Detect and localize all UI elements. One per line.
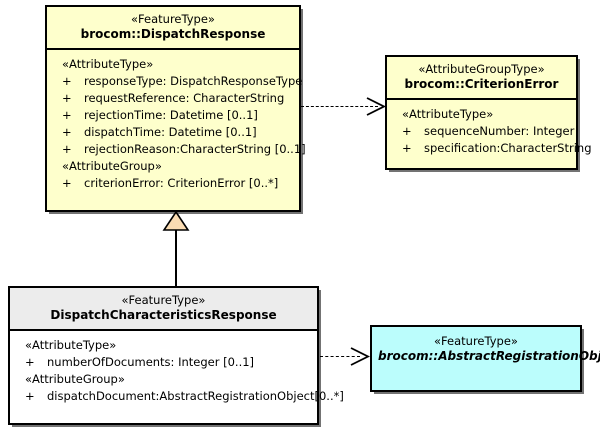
attribute-visibility: +	[25, 355, 35, 369]
attribute-visibility: +	[25, 389, 35, 403]
attribute-text: sequenceNumber: Integer	[424, 124, 575, 138]
attribute-visibility: +	[62, 142, 72, 156]
attribute-row: + requestReference: CharacterString	[51, 90, 295, 107]
attribute-text: criterionError: CriterionError [0..*]	[84, 176, 279, 190]
attribute-text: rejectionReason:CharacterString [0..1]	[84, 142, 306, 156]
class-name: brocom::DispatchResponse	[80, 27, 266, 41]
compartment-group-label: «AttributeGroup»	[62, 159, 162, 173]
class-stereotype: «FeatureType»	[121, 293, 206, 307]
class-box-abstract-registration-object[interactable]: «FeatureType» brocom::AbstractRegistrati…	[370, 325, 600, 392]
dependency-line-dispatchresponse-criterionerror	[301, 106, 378, 107]
attribute-text: specification:CharacterString	[424, 141, 592, 155]
attribute-row: + criterionError: CriterionError [0..*]	[51, 175, 295, 192]
dependency-arrowhead-criterionerror	[366, 97, 387, 116]
class-body-dispatch-characteristics-response: «AttributeType» + numberOfDocuments: Inte…	[10, 331, 344, 411]
class-stereotype: «AttributeGroupType»	[418, 62, 545, 76]
compartment-group-label: «AttributeType»	[25, 338, 117, 352]
attribute-row: + rejectionTime: Datetime [0..1]	[51, 107, 295, 124]
class-stereotype: «FeatureType»	[434, 334, 518, 348]
attribute-text: dispatchDocument:AbstractRegistrationObj…	[47, 389, 344, 403]
attribute-row: + sequenceNumber: Integer	[391, 123, 575, 140]
attribute-text: dispatchTime: Datetime [0..1]	[84, 125, 257, 139]
attribute-row: + dispatchDocument:AbstractRegistrationOb…	[14, 388, 344, 405]
dependency-arrowhead-abstractregistrationobject	[350, 347, 371, 366]
compartment-group-label: «AttributeGroup»	[25, 372, 125, 386]
class-box-criterion-error[interactable]: «AttributeGroupType» brocom::CriterionEr…	[385, 55, 592, 170]
attribute-visibility: +	[402, 124, 412, 138]
class-stereotype: «FeatureType»	[131, 12, 215, 26]
compartment-group-label: «AttributeType»	[62, 57, 154, 71]
attribute-visibility: +	[62, 108, 72, 122]
generalization-triangle-dispatchresponse	[162, 211, 190, 231]
attribute-text: requestReference: CharacterString	[84, 91, 285, 105]
class-name: brocom::CriterionError	[404, 77, 559, 91]
attribute-visibility: +	[62, 125, 72, 139]
class-body-dispatch-response: «AttributeType» + responseType: DispatchR…	[47, 50, 306, 198]
compartment-group-label: «AttributeType»	[402, 107, 494, 121]
class-body-criterion-error: «AttributeType» + sequenceNumber: Integer…	[387, 100, 592, 163]
class-header-dispatch-response: «FeatureType» brocom::DispatchResponse	[47, 7, 299, 50]
attribute-visibility: +	[62, 176, 72, 190]
attribute-row: + specification:CharacterString	[391, 140, 592, 157]
class-header-abstract-registration-object: «FeatureType» brocom::AbstractRegistrati…	[372, 327, 600, 370]
attribute-visibility: +	[402, 141, 412, 155]
class-name: DispatchCharacteristicsResponse	[50, 308, 277, 322]
generalization-line-dispatchcharacteristics-dispatchresponse	[175, 229, 177, 286]
attribute-visibility: +	[62, 74, 72, 88]
class-name: brocom::AbstractRegistrationObject	[378, 349, 600, 363]
class-header-criterion-error: «AttributeGroupType» brocom::CriterionEr…	[387, 57, 576, 100]
dependency-line-dispatchcharacteristics-abstractregistrationobject	[320, 356, 360, 357]
attribute-text: responseType: DispatchResponseType	[84, 74, 303, 88]
attribute-row: + dispatchTime: Datetime [0..1]	[51, 124, 295, 141]
class-header-dispatch-characteristics-response: «FeatureType» DispatchCharacteristicsRes…	[10, 288, 317, 331]
attribute-row: + rejectionReason:CharacterString [0..1]	[51, 141, 306, 158]
class-box-dispatch-response[interactable]: «FeatureType» brocom::DispatchResponse «…	[45, 5, 306, 212]
attribute-row: + numberOfDocuments: Integer [0..1]	[14, 354, 313, 371]
attribute-visibility: +	[62, 91, 72, 105]
attribute-text: rejectionTime: Datetime [0..1]	[84, 108, 258, 122]
class-box-dispatch-characteristics-response[interactable]: «FeatureType» DispatchCharacteristicsRes…	[8, 286, 344, 425]
attribute-row: + responseType: DispatchResponseType	[51, 73, 302, 90]
attribute-text: numberOfDocuments: Integer [0..1]	[47, 355, 255, 369]
